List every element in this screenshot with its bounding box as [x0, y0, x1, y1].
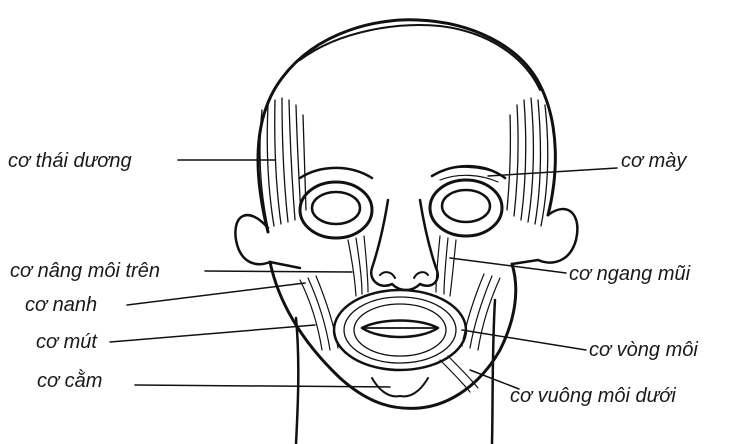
temporalis-right-muscle — [507, 98, 548, 226]
brow-left — [300, 168, 372, 178]
label-buccinator: cơ mút — [36, 332, 97, 352]
neck-left-outline — [296, 318, 298, 444]
label-depressor-labii: cơ vuông môi dưới — [510, 386, 676, 406]
leader-mentalis — [135, 385, 390, 387]
left-eye-socket — [300, 182, 372, 238]
left-ear-area — [235, 215, 300, 268]
label-mentalis: cơ cằm — [37, 371, 102, 391]
label-corrugator: cơ mày — [621, 151, 686, 171]
nostril-left — [380, 272, 395, 278]
nose-outline — [371, 200, 438, 290]
right-eye-socket — [430, 180, 502, 236]
label-temporalis: cơ thái dương — [8, 151, 132, 171]
label-orbicularis-oris: cơ vòng môi — [589, 340, 698, 360]
neck-right-outline — [492, 300, 495, 444]
depressor-labii-muscle — [440, 356, 478, 392]
orbicularis-oris-muscle — [334, 290, 466, 370]
leader-orbicularis — [462, 330, 586, 350]
leader-corrugator — [488, 168, 617, 176]
label-levator-labii: cơ nâng môi trên — [10, 261, 160, 281]
leader-levator — [205, 271, 352, 272]
leader-nasalis — [450, 258, 566, 273]
nasalis-muscle — [436, 236, 456, 296]
levator-labii-muscle — [348, 236, 368, 296]
label-caninus: cơ nanh — [25, 295, 97, 315]
nostril-right — [414, 272, 428, 278]
leader-buccinator — [110, 325, 315, 342]
label-nasalis: cơ ngang mũi — [569, 264, 690, 284]
